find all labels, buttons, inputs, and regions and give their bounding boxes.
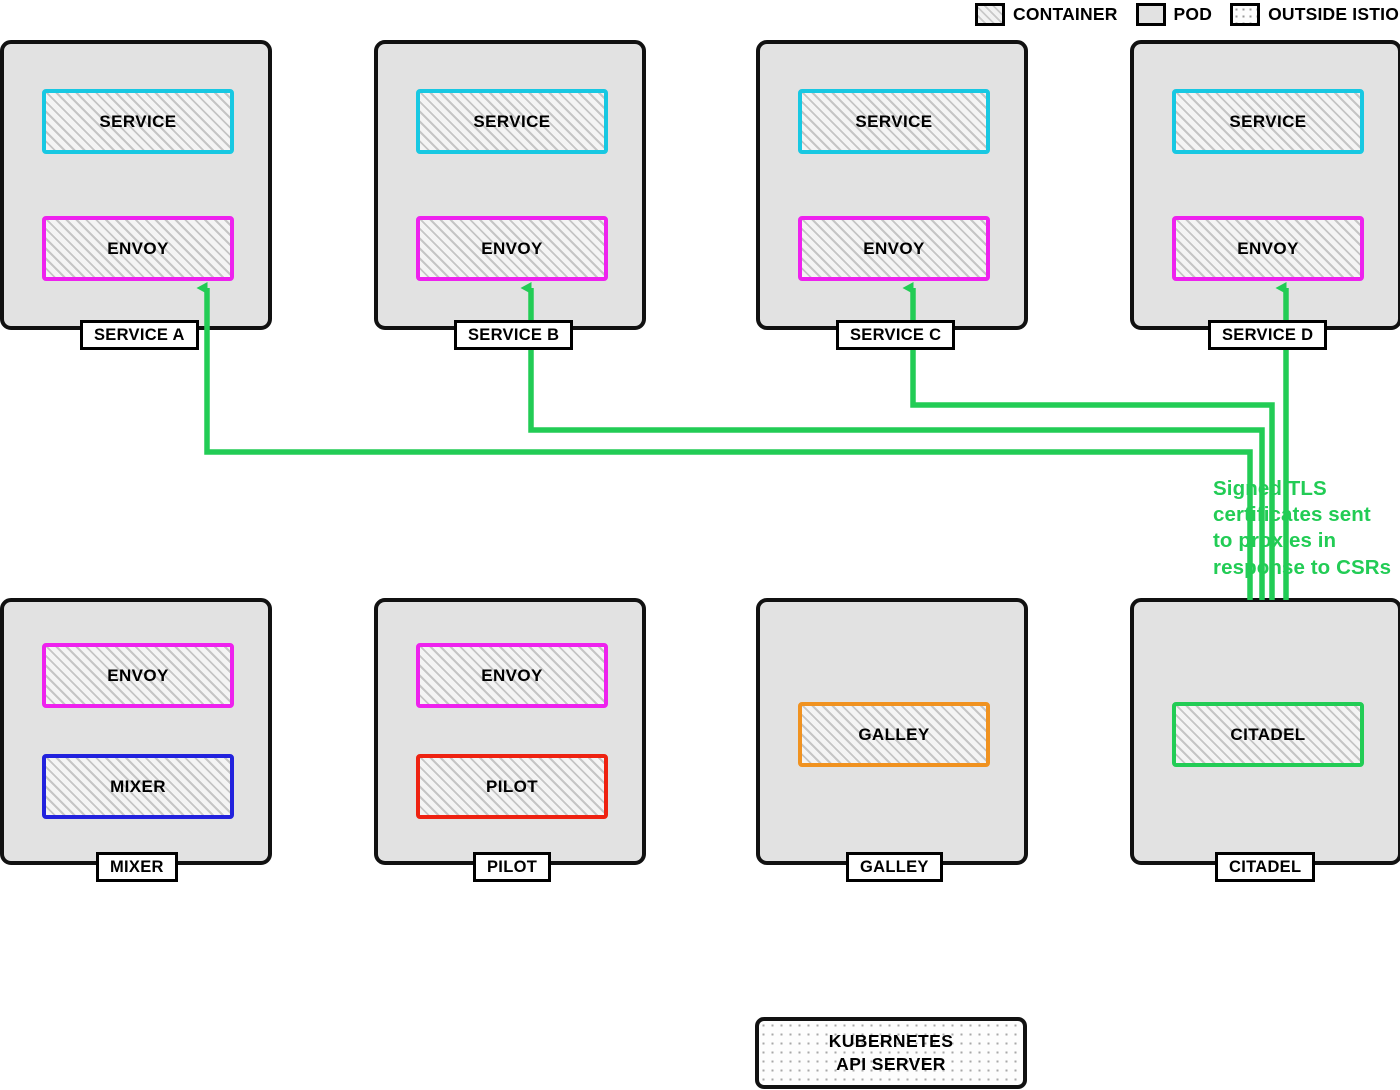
container-service[interactable]: SERVICE bbox=[416, 89, 608, 154]
container-envoy[interactable]: ENVOY bbox=[798, 216, 990, 281]
container-mixer[interactable]: MIXER bbox=[42, 754, 234, 819]
pod-mixer[interactable]: ENVOY MIXER bbox=[0, 598, 272, 865]
container-envoy[interactable]: ENVOY bbox=[42, 216, 234, 281]
outside-istio-kubernetes-api-server[interactable]: KUBERNETES API SERVER bbox=[755, 1017, 1027, 1089]
pod-tab-pilot[interactable]: PILOT bbox=[473, 852, 552, 882]
flow-citadel-to-service-a bbox=[196, 282, 1253, 600]
container-envoy[interactable]: ENVOY bbox=[1172, 216, 1364, 281]
api-server-line-2: API SERVER bbox=[836, 1054, 946, 1074]
pod-galley[interactable]: GALLEY bbox=[756, 598, 1028, 865]
pod-tab-service-a[interactable]: SERVICE A bbox=[80, 320, 199, 350]
pod-tab-service-c[interactable]: SERVICE C bbox=[836, 320, 956, 350]
container-envoy[interactable]: ENVOY bbox=[416, 216, 608, 281]
pod-service-c[interactable]: SERVICE ENVOY bbox=[756, 40, 1028, 330]
container-service[interactable]: SERVICE bbox=[798, 89, 990, 154]
pod-tab-citadel[interactable]: CITADEL bbox=[1215, 852, 1316, 882]
container-service[interactable]: SERVICE bbox=[42, 89, 234, 154]
container-envoy[interactable]: ENVOY bbox=[416, 643, 608, 708]
legend: CONTAINER POD OUTSIDE ISTIO bbox=[975, 0, 1400, 28]
legend-label-container: CONTAINER bbox=[1013, 3, 1118, 24]
pod-tab-mixer[interactable]: MIXER bbox=[96, 852, 178, 882]
legend-item-outside-istio: OUTSIDE ISTIO bbox=[1230, 2, 1400, 26]
container-envoy[interactable]: ENVOY bbox=[42, 643, 234, 708]
legend-label-pod: POD bbox=[1173, 3, 1213, 24]
legend-item-pod: POD bbox=[1135, 2, 1213, 26]
container-service[interactable]: SERVICE bbox=[1172, 89, 1364, 154]
pod-tab-service-b[interactable]: SERVICE B bbox=[454, 320, 574, 350]
hatched-square-icon bbox=[975, 2, 1005, 26]
container-galley[interactable]: GALLEY bbox=[798, 702, 990, 767]
pod-service-a[interactable]: SERVICE ENVOY bbox=[0, 40, 272, 330]
annotation-signed-tls: Signed TLS certificates sent to proxies … bbox=[1213, 477, 1392, 579]
pod-tab-galley[interactable]: GALLEY bbox=[846, 852, 943, 882]
pod-pilot[interactable]: ENVOY PILOT bbox=[374, 598, 646, 865]
pod-service-b[interactable]: SERVICE ENVOY bbox=[374, 40, 646, 330]
container-citadel[interactable]: CITADEL bbox=[1172, 702, 1364, 767]
pod-tab-service-d[interactable]: SERVICE D bbox=[1208, 320, 1328, 350]
pod-service-d[interactable]: SERVICE ENVOY bbox=[1130, 40, 1400, 330]
pod-citadel[interactable]: CITADEL bbox=[1130, 598, 1400, 865]
api-server-line-1: KUBERNETES bbox=[828, 1030, 954, 1051]
legend-label-outside-istio: OUTSIDE ISTIO bbox=[1268, 3, 1400, 24]
flow-citadel-to-service-b bbox=[520, 282, 1265, 600]
container-pilot[interactable]: PILOT bbox=[416, 754, 608, 819]
dotted-square-icon bbox=[1230, 2, 1261, 26]
gray-square-icon bbox=[1135, 2, 1166, 26]
legend-item-container: CONTAINER bbox=[975, 2, 1118, 26]
